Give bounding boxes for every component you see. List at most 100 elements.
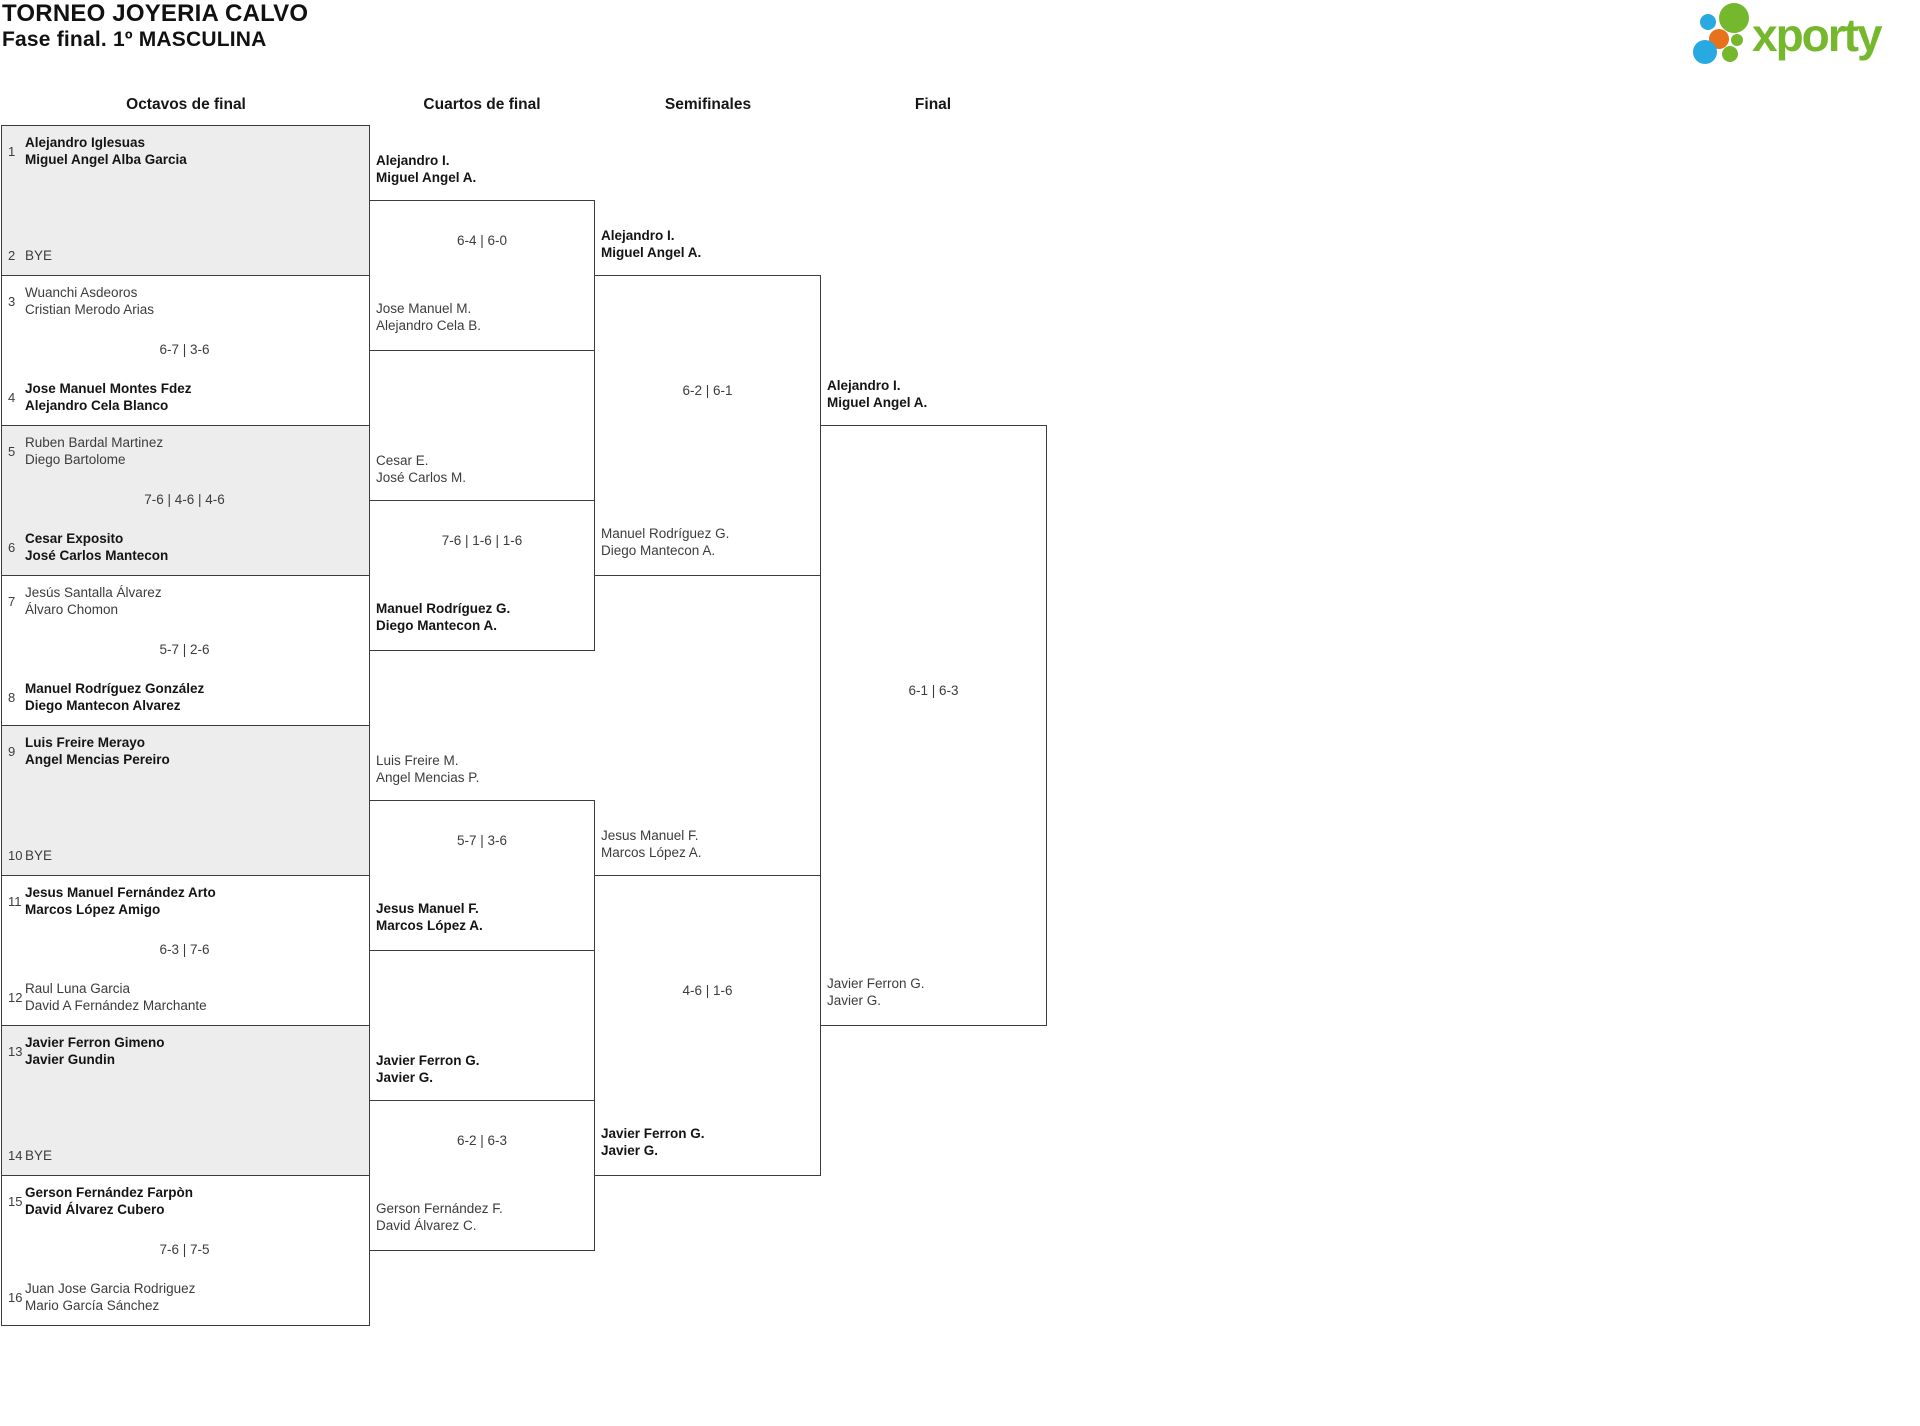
match-box-cuartos-3: Luis Freire M.Angel Mencias P. 5-7 | 3-6… [369,753,595,951]
seed-number: 14 [8,1148,23,1164]
player-name: BYE [25,847,53,863]
match-score: 6-7 | 3-6 [159,342,210,357]
seed-number: 8 [8,690,16,705]
player-name: Javier G. [601,1142,659,1158]
player-name: Cesar Exposito [25,531,124,546]
player-name: Raul Luna Garcia [25,981,131,996]
match-box-semifinal-1: Alejandro I.Miguel Angel A. 6-2 | 6-1 Ma… [594,228,821,576]
participant-top: Jesus Manuel F.Marcos López A. [601,828,702,861]
player-name: BYE [25,247,53,263]
player-name: Diego Mantecon Alvarez [25,697,181,713]
match-score: 5-7 | 3-6 [456,832,508,848]
player-name: Javier G. [827,992,882,1008]
player-name: Javier Ferron Gimeno [25,1035,165,1050]
logo-dot-icon [1700,14,1716,30]
match-box-cuartos-4: Javier Ferron G.Javier G. 6-2 | 6-3 Gers… [369,1053,595,1251]
player-name: José Carlos M. [376,469,467,485]
player-name: Javier Ferron G. [827,976,925,991]
player-name: Alejandro I. [827,378,901,393]
player-name: Marcos López Amigo [25,901,161,917]
seed-number: 3 [8,294,16,309]
player-name: Juan Jose Garcia Rodriguez [25,1281,196,1296]
player-name: Miguel Angel Alba Garcia [25,151,187,167]
seed-number: 5 [8,444,16,459]
match-score: 6-1 | 6-3 [908,682,959,698]
player-name: Diego Mantecon A. [601,542,716,558]
player-name: Gerson Fernández Farpòn [25,1185,194,1200]
participant-top: Luis Freire M.Angel Mencias P. [376,753,479,786]
player-name: David Álvarez C. [376,1217,477,1233]
match-score: 7-6 | 1-6 | 1-6 [441,532,523,548]
participant-top: Alejandro I.Miguel Angel A. [827,378,927,411]
player-name: Mario García Sánchez [25,1297,160,1313]
player-name: Luis Freire M. [376,753,459,768]
player-name: Miguel Angel A. [376,169,477,185]
logo-wordmark: xporty [1752,9,1883,61]
seed-number: 10 [8,848,23,864]
participant-top: Alejandro I.Miguel Angel A. [376,153,476,186]
match-score: 7-6 | 7-5 [159,1242,210,1257]
match-score: 6-4 | 6-0 [456,232,508,248]
player-name: Angel Mencias Pereiro [25,751,170,767]
participant-bottom: 10 BYE [8,848,361,865]
match-box-cuartos-2: Cesar E.José Carlos M. 7-6 | 1-6 | 1-6 M… [369,453,595,651]
player-name: Álvaro Chomon [25,601,119,617]
participant-top: Cesar E.José Carlos M. [376,453,466,486]
participant-bottom: Gerson Fernández F.David Álvarez C. [376,1201,503,1234]
player-name: Angel Mencias P. [376,769,480,785]
participant-bottom: 2 BYE [8,248,361,265]
player-name: Alejandro I. [376,153,450,168]
match-box-cuartos-1: Alejandro I.Miguel Angel A. 6-4 | 6-0 Jo… [369,153,595,351]
participant-bottom: Manuel Rodríguez G.Diego Mantecon A. [601,526,729,559]
match-score: 5-7 | 2-6 [159,642,210,657]
player-name: Cesar E. [376,453,429,468]
player-name: Alejandro Iglesuas [25,135,146,150]
round-header-cuartos: Cuartos de final [423,96,541,113]
match-box-final: Alejandro I.Miguel Angel A. 6-1 | 6-3 Ja… [820,378,1047,1026]
player-name: Jesús Santalla Álvarez [25,585,162,600]
player-name: Javier Ferron G. [601,1126,705,1141]
match-score: 6-2 | 6-3 [456,1132,508,1148]
player-name: Miguel Angel A. [601,244,702,260]
page-title: TORNEO JOYERIA CALVO [2,0,309,27]
participant-bottom: Jesus Manuel F.Marcos López A. [376,901,483,934]
seed-number: 2 [8,248,16,264]
player-name: Marcos López A. [601,844,702,860]
player-name: Jose Manuel M. [376,301,472,316]
logo-dot-icon [1722,46,1738,62]
xporty-logo[interactable]: xporty [1690,0,1916,70]
seed-number: 7 [8,594,16,609]
round-header-final: Final [914,96,952,113]
logo-dot-icon [1719,3,1749,33]
player-name: Marcos López A. [376,917,483,933]
seed-number: 9 [8,744,16,759]
player-name: Manuel Rodríguez G. [376,601,511,616]
player-name: Jesus Manuel Fernández Arto [25,885,216,900]
player-name: Alejandro Cela Blanco [25,397,169,413]
player-name: Diego Bartolome [25,451,126,467]
seed-number: 15 [8,1194,23,1209]
player-name: David Álvarez Cubero [25,1201,165,1217]
player-name: Ruben Bardal Martinez [25,435,164,450]
player-name: Cristian Merodo Arias [25,301,155,317]
player-name: Gerson Fernández F. [376,1201,503,1216]
match-score: 6-2 | 6-1 [682,382,733,398]
seed-number: 12 [8,990,23,1005]
player-name: Javier Ferron G. [376,1053,480,1068]
seed-number: 11 [8,894,22,909]
participant-bottom: Jose Manuel M.Alejandro Cela B. [376,301,481,334]
